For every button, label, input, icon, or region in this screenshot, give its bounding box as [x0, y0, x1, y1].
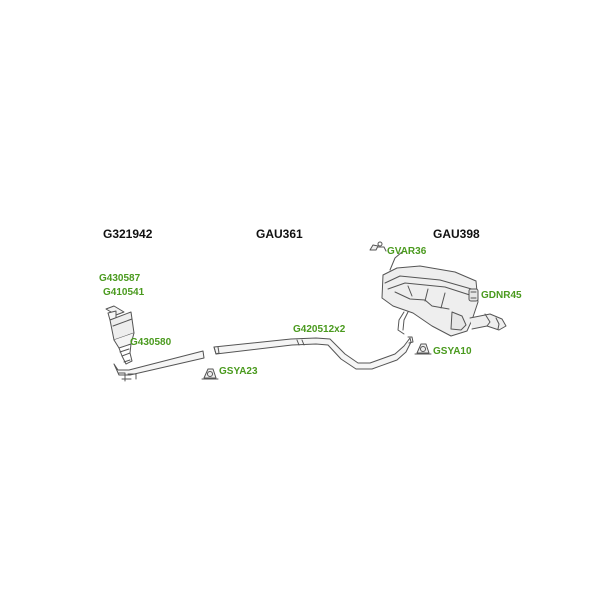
catalytic-converter: [105, 305, 135, 365]
section-code-middle: GAU361: [256, 227, 303, 241]
clamp-icon[interactable]: [369, 241, 387, 252]
part-label-flex-pipe[interactable]: G430580: [130, 337, 172, 348]
rubber-mount-icon[interactable]: [468, 288, 479, 302]
hanger-icon[interactable]: [414, 343, 432, 355]
part-label-cat-2[interactable]: G410541: [103, 287, 145, 298]
part-label-cat-1[interactable]: G430587: [99, 273, 141, 284]
section-code-rear: GAU398: [433, 227, 480, 241]
part-label-rubber-mount[interactable]: GDNR45: [481, 290, 522, 301]
rear-silencer: [381, 251, 479, 337]
part-label-pipe-connector[interactable]: G420512x2: [293, 324, 346, 335]
part-label-mount-front[interactable]: GSYA23: [219, 366, 258, 377]
middle-pipe: [213, 336, 414, 370]
section-code-front: G321942: [103, 227, 153, 241]
part-label-mount-rear[interactable]: GSYA10: [433, 346, 472, 357]
hanger-icon[interactable]: [201, 368, 219, 380]
front-pipe: [113, 350, 205, 382]
tailpipe: [469, 313, 507, 331]
part-label-clamp-rear[interactable]: GVAR36: [387, 246, 427, 257]
